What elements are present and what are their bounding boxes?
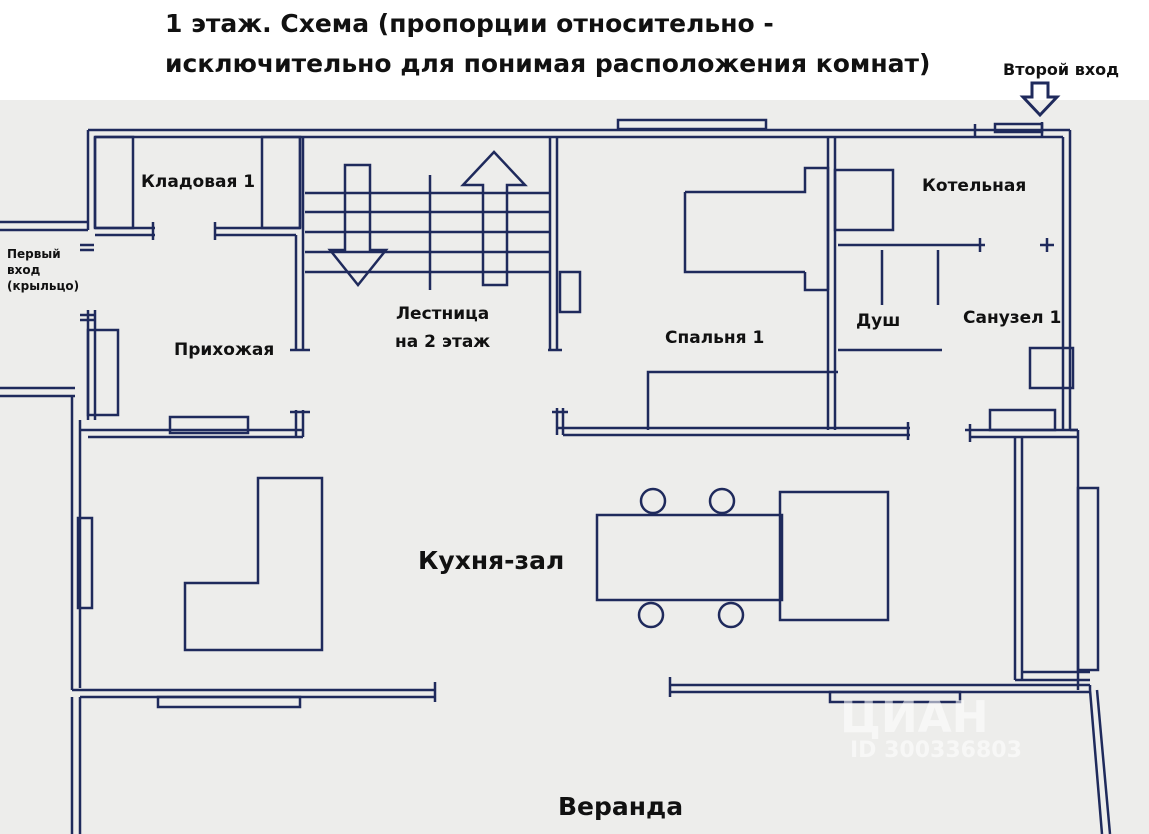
room-label-hallway: Прихожая <box>174 340 275 360</box>
kitchen-furniture <box>76 476 890 652</box>
room-label-boiler: Котельная <box>922 176 1027 196</box>
first-entrance-label: Первый вход (крыльцо) <box>7 246 79 294</box>
plan-title: 1 этаж. Схема (пропорции относительно - … <box>165 4 930 84</box>
dining-table <box>595 513 784 602</box>
room-label-bedroom: Спальня 1 <box>665 328 765 348</box>
first-entrance-line-1: Первый <box>7 247 61 261</box>
staircase <box>290 137 562 352</box>
room-label-stairs: Лестница на 2 этаж <box>395 300 490 356</box>
room-label-storage: Кладовая 1 <box>141 172 256 192</box>
first-entrance-line-3: (крыльцо) <box>7 279 80 293</box>
room-label-kitchen: Кухня-зал <box>418 546 565 575</box>
stairs-up-arrow-icon <box>460 150 528 287</box>
watermark-id: ID 300336803 <box>850 738 1022 763</box>
title-line-1: 1 этаж. Схема (пропорции относительно - <box>165 9 774 38</box>
second-entrance-label: Второй вход <box>1003 60 1120 79</box>
stairs-line-2: на 2 этаж <box>395 332 491 352</box>
kitchen-counter <box>183 476 324 652</box>
bedroom <box>552 137 910 440</box>
room-label-bathroom: Санузел 1 <box>963 308 1062 328</box>
stairs-line-1: Лестница <box>395 304 490 324</box>
stairs-down-arrow-icon <box>327 163 389 288</box>
second-entrance-arrow-icon <box>1019 81 1061 118</box>
hallway <box>80 328 310 439</box>
title-line-2: исключительно для понимая расположения к… <box>165 49 931 78</box>
kitchen-island <box>778 490 890 622</box>
room-label-shower: Душ <box>856 311 901 331</box>
first-entrance-line-2: вход <box>7 263 41 277</box>
watermark-brand: ЦИАН <box>840 692 989 743</box>
room-label-veranda: Веранда <box>558 792 684 821</box>
boiler-and-bathroom <box>833 168 1100 682</box>
